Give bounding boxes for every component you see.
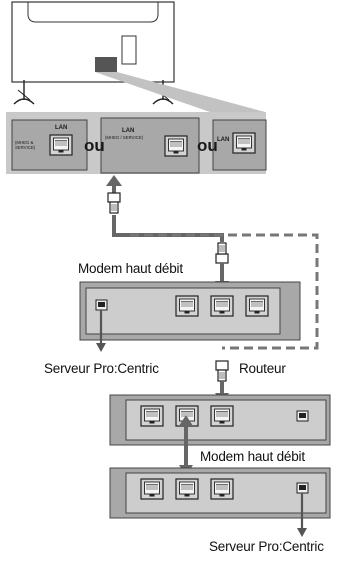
lan-sublabel-panel-2: (MHEG / SERVICE) (105, 135, 144, 140)
lan-label-panel-3: LAN (217, 137, 230, 143)
tv-back-illustration (11, 1, 265, 112)
or-text-1: ou (84, 136, 105, 155)
label-modem-top: Modem haut débit (78, 261, 183, 276)
or-text-2: ou (197, 136, 218, 155)
lan-label-panel-1: LAN (55, 125, 68, 131)
label-server-top: Serveur Pro:Centric (44, 361, 159, 376)
label-modem-bottom: Modem haut débit (200, 449, 305, 464)
label-server-bottom: Serveur Pro:Centric (209, 539, 324, 554)
lan-sublabel-panel-1: (MHEG & SERVICE) (15, 140, 36, 150)
lan-label-panel-2: LAN (122, 128, 135, 134)
label-router: Routeur (239, 361, 286, 376)
